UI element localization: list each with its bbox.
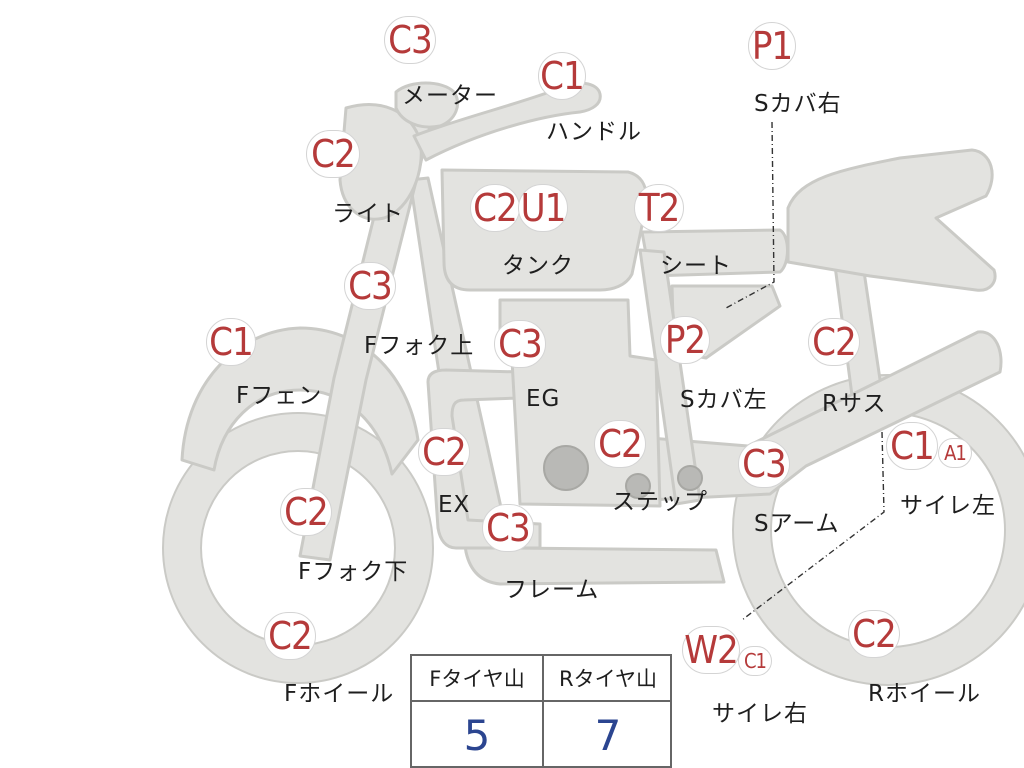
meter-shape bbox=[394, 81, 459, 129]
label-exhaust: EX bbox=[438, 492, 471, 518]
tire-table-value-front: 5 bbox=[463, 710, 491, 760]
label-r-wheel: Rホイール bbox=[868, 681, 981, 707]
badge-f-fork-upper: C3 bbox=[344, 262, 396, 310]
label-frame: フレーム bbox=[504, 577, 600, 603]
label-r-suspension: Rサス bbox=[822, 391, 887, 417]
handlebar-shape bbox=[412, 81, 602, 162]
label-tank: タンク bbox=[502, 253, 574, 279]
tire-table-header-front: Fタイヤ山 bbox=[412, 656, 542, 702]
badge-seat: T2 bbox=[634, 184, 684, 232]
badge-light: C2 bbox=[306, 130, 360, 178]
tire-table-value-rear: 7 bbox=[594, 710, 622, 760]
label-s-cover-right: Sカバ右 bbox=[754, 91, 842, 117]
front-wheel-shape bbox=[162, 412, 434, 684]
label-s-cover-left: Sカバ左 bbox=[680, 387, 768, 413]
badge-silencer-left: C1 bbox=[886, 422, 938, 470]
leader-s-cover-right bbox=[725, 121, 775, 309]
badge-f-fender: C1 bbox=[206, 318, 256, 366]
exhaust-pipe-shape bbox=[426, 368, 542, 550]
label-step: ステップ bbox=[612, 489, 708, 515]
label-engine: EG bbox=[526, 386, 561, 412]
badge-silencer-right-sub: C1 bbox=[738, 646, 772, 676]
frame-main-shape bbox=[408, 176, 726, 586]
label-f-fork-upper: Fフォク上 bbox=[364, 333, 475, 359]
headlight-shape bbox=[338, 103, 423, 221]
badge-tank-c: C2 bbox=[470, 184, 520, 232]
badge-f-wheel: C2 bbox=[264, 612, 316, 660]
seat-shape bbox=[640, 228, 789, 278]
badge-exhaust: C2 bbox=[418, 428, 470, 476]
label-f-fork-lower: Fフォク下 bbox=[298, 559, 409, 585]
label-handle: ハンドル bbox=[546, 119, 642, 145]
swing-arm-shape bbox=[646, 330, 1003, 502]
step-peg-right-shape bbox=[677, 465, 703, 491]
badge-s-cover-left: P2 bbox=[660, 316, 710, 364]
label-f-wheel: Fホイール bbox=[284, 681, 395, 707]
badge-tank-u: U1 bbox=[518, 184, 568, 232]
badge-silencer-left-sub: A1 bbox=[938, 438, 972, 468]
label-f-fender: Fフェン bbox=[236, 383, 323, 409]
tire-tread-table: Fタイヤ山 Rタイヤ山 5 7 bbox=[410, 654, 672, 768]
badge-r-wheel: C2 bbox=[848, 610, 900, 658]
badge-engine: C3 bbox=[494, 320, 546, 368]
badge-r-suspension: C2 bbox=[808, 318, 860, 366]
label-s-arm: Sアーム bbox=[754, 511, 840, 537]
label-seat: シート bbox=[660, 253, 732, 279]
frame-rear-shape bbox=[638, 248, 702, 506]
step-peg-left-shape bbox=[625, 473, 651, 499]
engine-cover-shape bbox=[543, 445, 589, 491]
rear-cowl-shape bbox=[786, 148, 997, 292]
badge-s-cover-right: P1 bbox=[748, 22, 796, 70]
label-silencer-right: サイレ右 bbox=[712, 701, 808, 727]
badge-s-arm: C3 bbox=[738, 440, 790, 488]
label-silencer-left: サイレ左 bbox=[900, 493, 996, 519]
leader-silencer-left bbox=[741, 431, 885, 621]
label-light: ライト bbox=[332, 201, 404, 227]
badge-silencer-right: W2 bbox=[682, 626, 740, 674]
badge-handle: C1 bbox=[538, 52, 586, 100]
badge-step: C2 bbox=[594, 420, 646, 468]
badge-frame: C3 bbox=[482, 504, 534, 552]
tire-table-header-rear: Rタイヤ山 bbox=[544, 656, 672, 702]
label-meter: メーター bbox=[402, 83, 498, 109]
tire-table-divider bbox=[542, 656, 544, 768]
badge-meter: C3 bbox=[384, 16, 436, 64]
badge-f-fork-lower: C2 bbox=[280, 488, 332, 536]
